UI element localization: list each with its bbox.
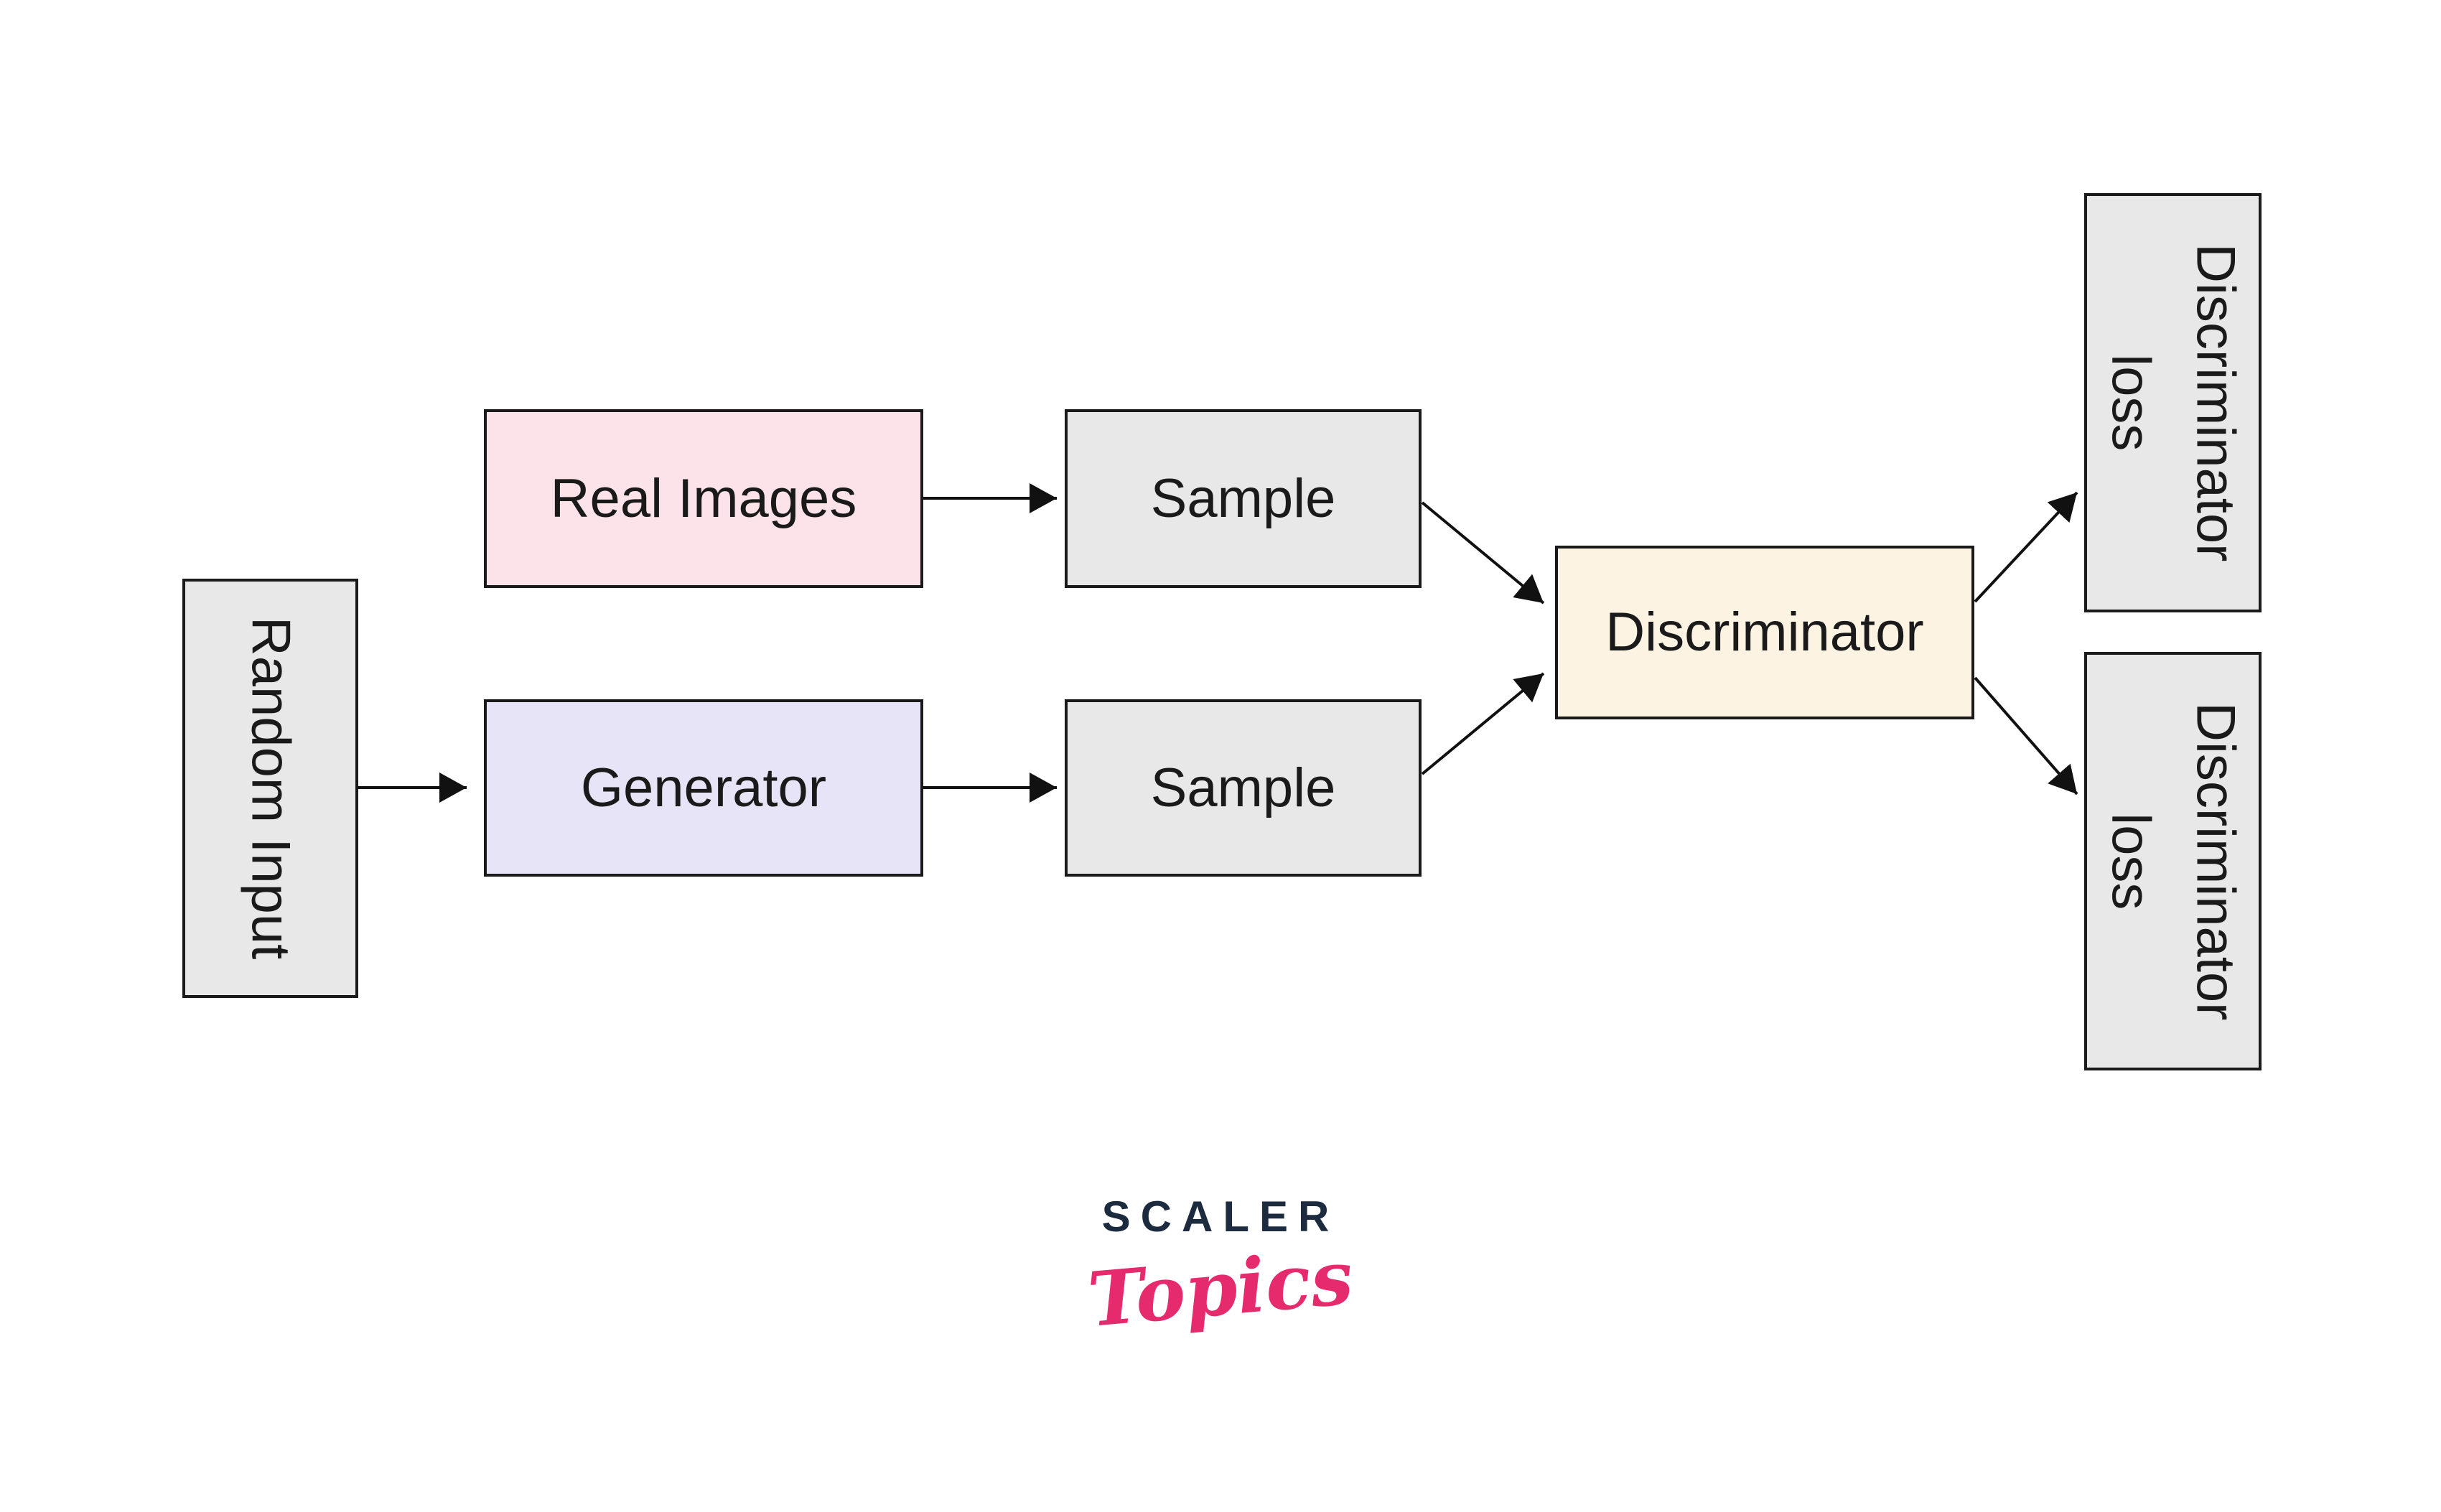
- node-label: Discriminator: [1605, 602, 1924, 663]
- node-sample-bottom: Sample: [1065, 699, 1422, 877]
- node-label: Sample: [1150, 467, 1336, 529]
- node-generator: Generator: [484, 699, 923, 877]
- node-label: Discriminator loss: [2088, 243, 2258, 561]
- node-label-line: Discriminator: [2185, 701, 2246, 1021]
- node-label: Real Images: [550, 467, 857, 529]
- logo-wordmark: SCALER: [1101, 1193, 1340, 1241]
- node-label-line: loss: [2100, 354, 2162, 452]
- node-discriminator: Discriminator: [1555, 546, 1974, 719]
- node-real-images: Real Images: [484, 409, 923, 588]
- logo-script: Topics: [1084, 1233, 1357, 1344]
- node-label-line: loss: [2100, 812, 2162, 910]
- node-label: Discriminator loss: [2088, 702, 2258, 1020]
- edge-discriminator-to-discriminator-loss-bottom: [1974, 676, 2078, 795]
- node-discriminator-loss-bottom: Discriminator loss: [2084, 652, 2262, 1070]
- node-label: Sample: [1150, 757, 1336, 818]
- node-sample-top: Sample: [1065, 409, 1422, 588]
- node-random-input: Random Input: [182, 579, 358, 998]
- edge-discriminator-to-discriminator-loss-top: [1974, 491, 2078, 603]
- edge-sample-bottom-to-discriminator: [1421, 672, 1545, 775]
- node-label-line: Discriminator: [2185, 243, 2246, 562]
- edge-sample-top-to-discriminator: [1421, 501, 1545, 605]
- node-label: Generator: [580, 757, 827, 818]
- node-label: Random Input: [240, 617, 302, 960]
- node-discriminator-loss-top: Discriminator loss: [2084, 193, 2262, 612]
- scaler-topics-logo: SCALER Topics: [1063, 1192, 1378, 1344]
